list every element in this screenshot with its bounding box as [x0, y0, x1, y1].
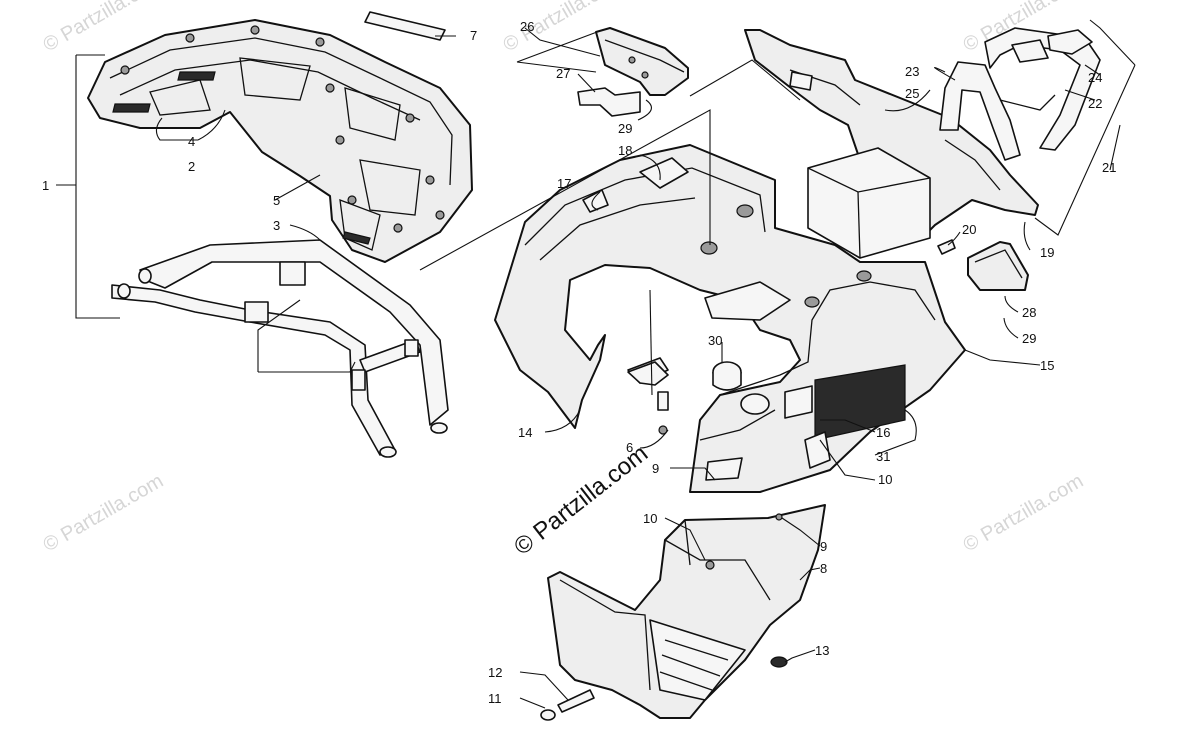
callout-12: 12: [488, 665, 502, 680]
callout-9a: 9: [652, 461, 659, 476]
callout-21: 21: [1102, 160, 1116, 175]
callout-2: 2: [188, 159, 195, 174]
callout-7: 7: [470, 28, 477, 43]
callout-28: 28: [1022, 305, 1036, 320]
callout-22: 22: [1088, 96, 1102, 111]
bracket-part: [577, 87, 641, 117]
callout-19: 19: [1040, 245, 1054, 260]
watermark-center: © Partzilla.com: [509, 440, 653, 561]
callout-20: 20: [962, 222, 976, 237]
callout-4: 4: [188, 134, 195, 149]
latch-bracket-part: [627, 361, 669, 435]
callout-23: 23: [905, 64, 919, 79]
callout-24: 24: [1088, 70, 1102, 85]
callout-11: 11: [488, 691, 502, 706]
callout-labels: 1 2 3 4 5 6 7 8 9 9 10 10 11 12 13 14 15…: [42, 19, 1116, 706]
callout-27: 27: [556, 66, 570, 81]
callout-25: 25: [905, 86, 919, 101]
watermark-bottom-left: © Partzilla.com: [40, 470, 168, 556]
latch-part: [1011, 29, 1093, 63]
callout-17: 17: [557, 176, 571, 191]
side-lid-part: [595, 27, 689, 96]
rear-storage-part: [744, 29, 1039, 259]
decal-strip-part: [364, 11, 446, 41]
rear-rack-part: [87, 19, 473, 263]
callout-6: 6: [626, 440, 633, 455]
callout-1: 1: [42, 178, 49, 193]
callout-3: 3: [273, 218, 280, 233]
watermark-bottom-right: © Partzilla.com: [960, 470, 1088, 556]
callout-8: 8: [820, 561, 827, 576]
callout-10b: 10: [643, 511, 657, 526]
callout-30: 30: [708, 333, 722, 348]
handle-frame-part: [939, 27, 1101, 161]
callout-18: 18: [618, 143, 632, 158]
callout-5: 5: [273, 193, 280, 208]
callout-10a: 10: [878, 472, 892, 487]
callout-13: 13: [815, 643, 829, 658]
callout-26: 26: [520, 19, 534, 34]
rack-frame-part: [111, 239, 449, 458]
callout-15: 15: [1040, 358, 1054, 373]
callout-31: 31: [876, 449, 890, 464]
bolt-part: [937, 239, 956, 255]
callout-29a: 29: [618, 121, 632, 136]
side-cover-part: [967, 241, 1029, 291]
callout-16: 16: [876, 425, 890, 440]
footwell-part: [540, 504, 826, 721]
callout-14: 14: [518, 425, 532, 440]
callout-29b: 29: [1022, 331, 1036, 346]
gas-cap-part: [712, 361, 742, 391]
callout-9b: 9: [820, 539, 827, 554]
leader-lines: [56, 19, 1136, 709]
